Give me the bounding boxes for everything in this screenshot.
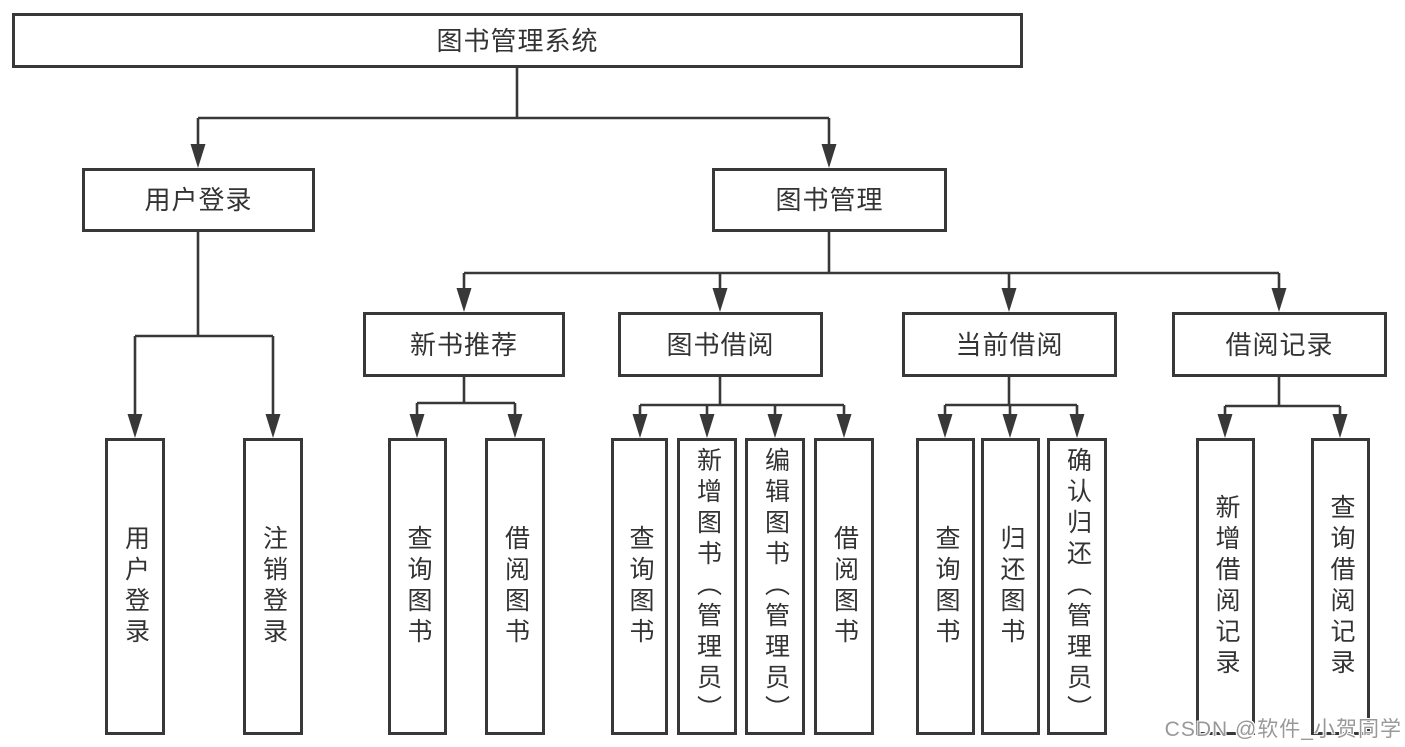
node-current-borrowing: 当前借阅 <box>902 312 1117 377</box>
node-user-login: 用户登录 <box>82 168 315 232</box>
node-book-borrowing: 图书借阅 <box>618 312 823 377</box>
node-label: 图书管理 <box>775 185 884 215</box>
node-label: 图书管理系统 <box>436 25 599 56</box>
node-label: 确认归还（管理员） <box>1063 447 1092 726</box>
node-label: 用户登录 <box>144 185 253 215</box>
leaf-borrow-books-borrowing: 借阅图书 <box>814 438 874 735</box>
node-library-management-system: 图书管理系统 <box>12 13 1023 68</box>
leaf-add-borrow-record: 新增借阅记录 <box>1196 438 1255 735</box>
node-new-book-recommend: 新书推荐 <box>363 312 565 377</box>
node-label: 查询借阅记录 <box>1327 493 1355 680</box>
leaf-query-books-borrowing: 查询图书 <box>611 438 668 735</box>
node-label: 注销登录 <box>259 524 288 649</box>
node-label: 借阅记录 <box>1225 329 1334 360</box>
node-label: 图书借阅 <box>666 329 775 360</box>
leaf-query-books-recommend: 查询图书 <box>388 438 447 735</box>
node-label: 借阅图书 <box>830 524 859 649</box>
node-label: 用户登录 <box>121 524 150 649</box>
leaf-return-book: 归还图书 <box>981 438 1040 735</box>
csdn-watermark: CSDN @软件_小贺同学 <box>1164 718 1402 741</box>
leaf-add-book-admin: 新增图书（管理员） <box>677 438 737 735</box>
node-label: 新增图书（管理员） <box>693 447 722 726</box>
leaf-query-borrow-record: 查询借阅记录 <box>1311 438 1370 735</box>
node-book-management: 图书管理 <box>712 168 947 232</box>
leaf-user-login: 用户登录 <box>105 438 165 735</box>
node-label: 当前借阅 <box>955 329 1064 360</box>
leaf-confirm-return-admin: 确认归还（管理员） <box>1047 438 1107 735</box>
leaf-borrow-books-recommend: 借阅图书 <box>485 438 545 735</box>
node-label: 新书推荐 <box>409 329 518 360</box>
node-label: 查询图书 <box>932 524 960 649</box>
node-label: 编辑图书（管理员） <box>761 447 790 726</box>
node-borrowing-records: 借阅记录 <box>1172 312 1387 377</box>
node-label: 查询图书 <box>404 524 432 649</box>
node-label: 新增借阅记录 <box>1212 493 1240 680</box>
node-label: 归还图书 <box>997 524 1025 649</box>
leaf-edit-book-admin: 编辑图书（管理员） <box>745 438 805 735</box>
leaf-query-books-current: 查询图书 <box>916 438 975 735</box>
node-label: 借阅图书 <box>501 524 530 649</box>
leaf-logout: 注销登录 <box>243 438 303 735</box>
node-label: 查询图书 <box>626 524 654 649</box>
